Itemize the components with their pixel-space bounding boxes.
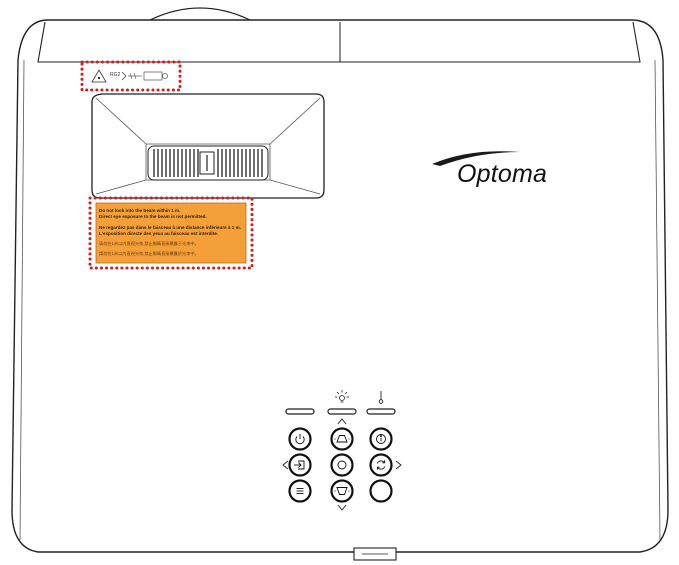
beam-diagram-icon xyxy=(121,71,168,81)
warning-line-3: Ne regardez pas dans le faisceau à une d… xyxy=(99,225,241,230)
resync-icon xyxy=(376,460,386,470)
thermometer-icon xyxy=(378,391,384,404)
enter-button[interactable] xyxy=(330,453,354,477)
circle-icon xyxy=(337,460,347,470)
warning-line-1: Do not look into the beam within 1 m. xyxy=(99,208,181,213)
keystone-down-icon xyxy=(334,487,350,495)
source-button[interactable] xyxy=(288,453,312,477)
power-led xyxy=(285,408,315,415)
laser-class-label-highlight xyxy=(80,60,182,92)
power-button[interactable] xyxy=(288,427,312,451)
info-button[interactable] xyxy=(369,427,393,451)
input-icon xyxy=(294,460,305,470)
warning-line-4: L'exposition directe des yeux au faiscea… xyxy=(99,231,219,236)
temp-led xyxy=(366,408,396,415)
warning-label-highlight xyxy=(88,196,254,270)
keystone-up-icon xyxy=(334,435,350,443)
resync-button[interactable] xyxy=(369,453,393,477)
warning-line-5: 请勿在1米以内直视光束,禁止眼睛直接暴露于光束中。 xyxy=(99,241,199,246)
menu-button[interactable] xyxy=(288,479,312,503)
warning-line-6: 請勿在1米以內直視光束,禁止眼睛直接暴露於光束中。 xyxy=(99,251,199,256)
brand-logo-text: Optoma xyxy=(457,160,548,188)
lamp-icon xyxy=(335,390,349,403)
keystone-up-button[interactable] xyxy=(330,427,354,451)
right-arrow-icon xyxy=(395,460,402,470)
info-icon xyxy=(376,434,386,444)
up-arrow-icon xyxy=(337,418,347,425)
warning-line-2: Direct eye exposure to the beam is not p… xyxy=(99,214,207,219)
power-icon xyxy=(295,434,305,445)
right-side-edge xyxy=(654,59,661,541)
down-arrow-icon xyxy=(337,504,347,511)
lamp-led xyxy=(327,408,357,415)
warning-label xyxy=(95,202,247,264)
laser-class-text: RG2 xyxy=(110,72,121,78)
blank-button[interactable] xyxy=(369,479,393,503)
laser-warning-icon xyxy=(91,69,107,83)
focus-ring[interactable] xyxy=(149,7,251,21)
keystone-down-button[interactable] xyxy=(330,479,354,503)
top-bezel xyxy=(37,21,641,63)
left-side-edge xyxy=(19,59,25,541)
menu-icon xyxy=(296,488,304,494)
focus-wheel[interactable] xyxy=(147,145,269,181)
brand-swoosh xyxy=(432,151,520,166)
left-arrow-icon xyxy=(282,460,289,470)
